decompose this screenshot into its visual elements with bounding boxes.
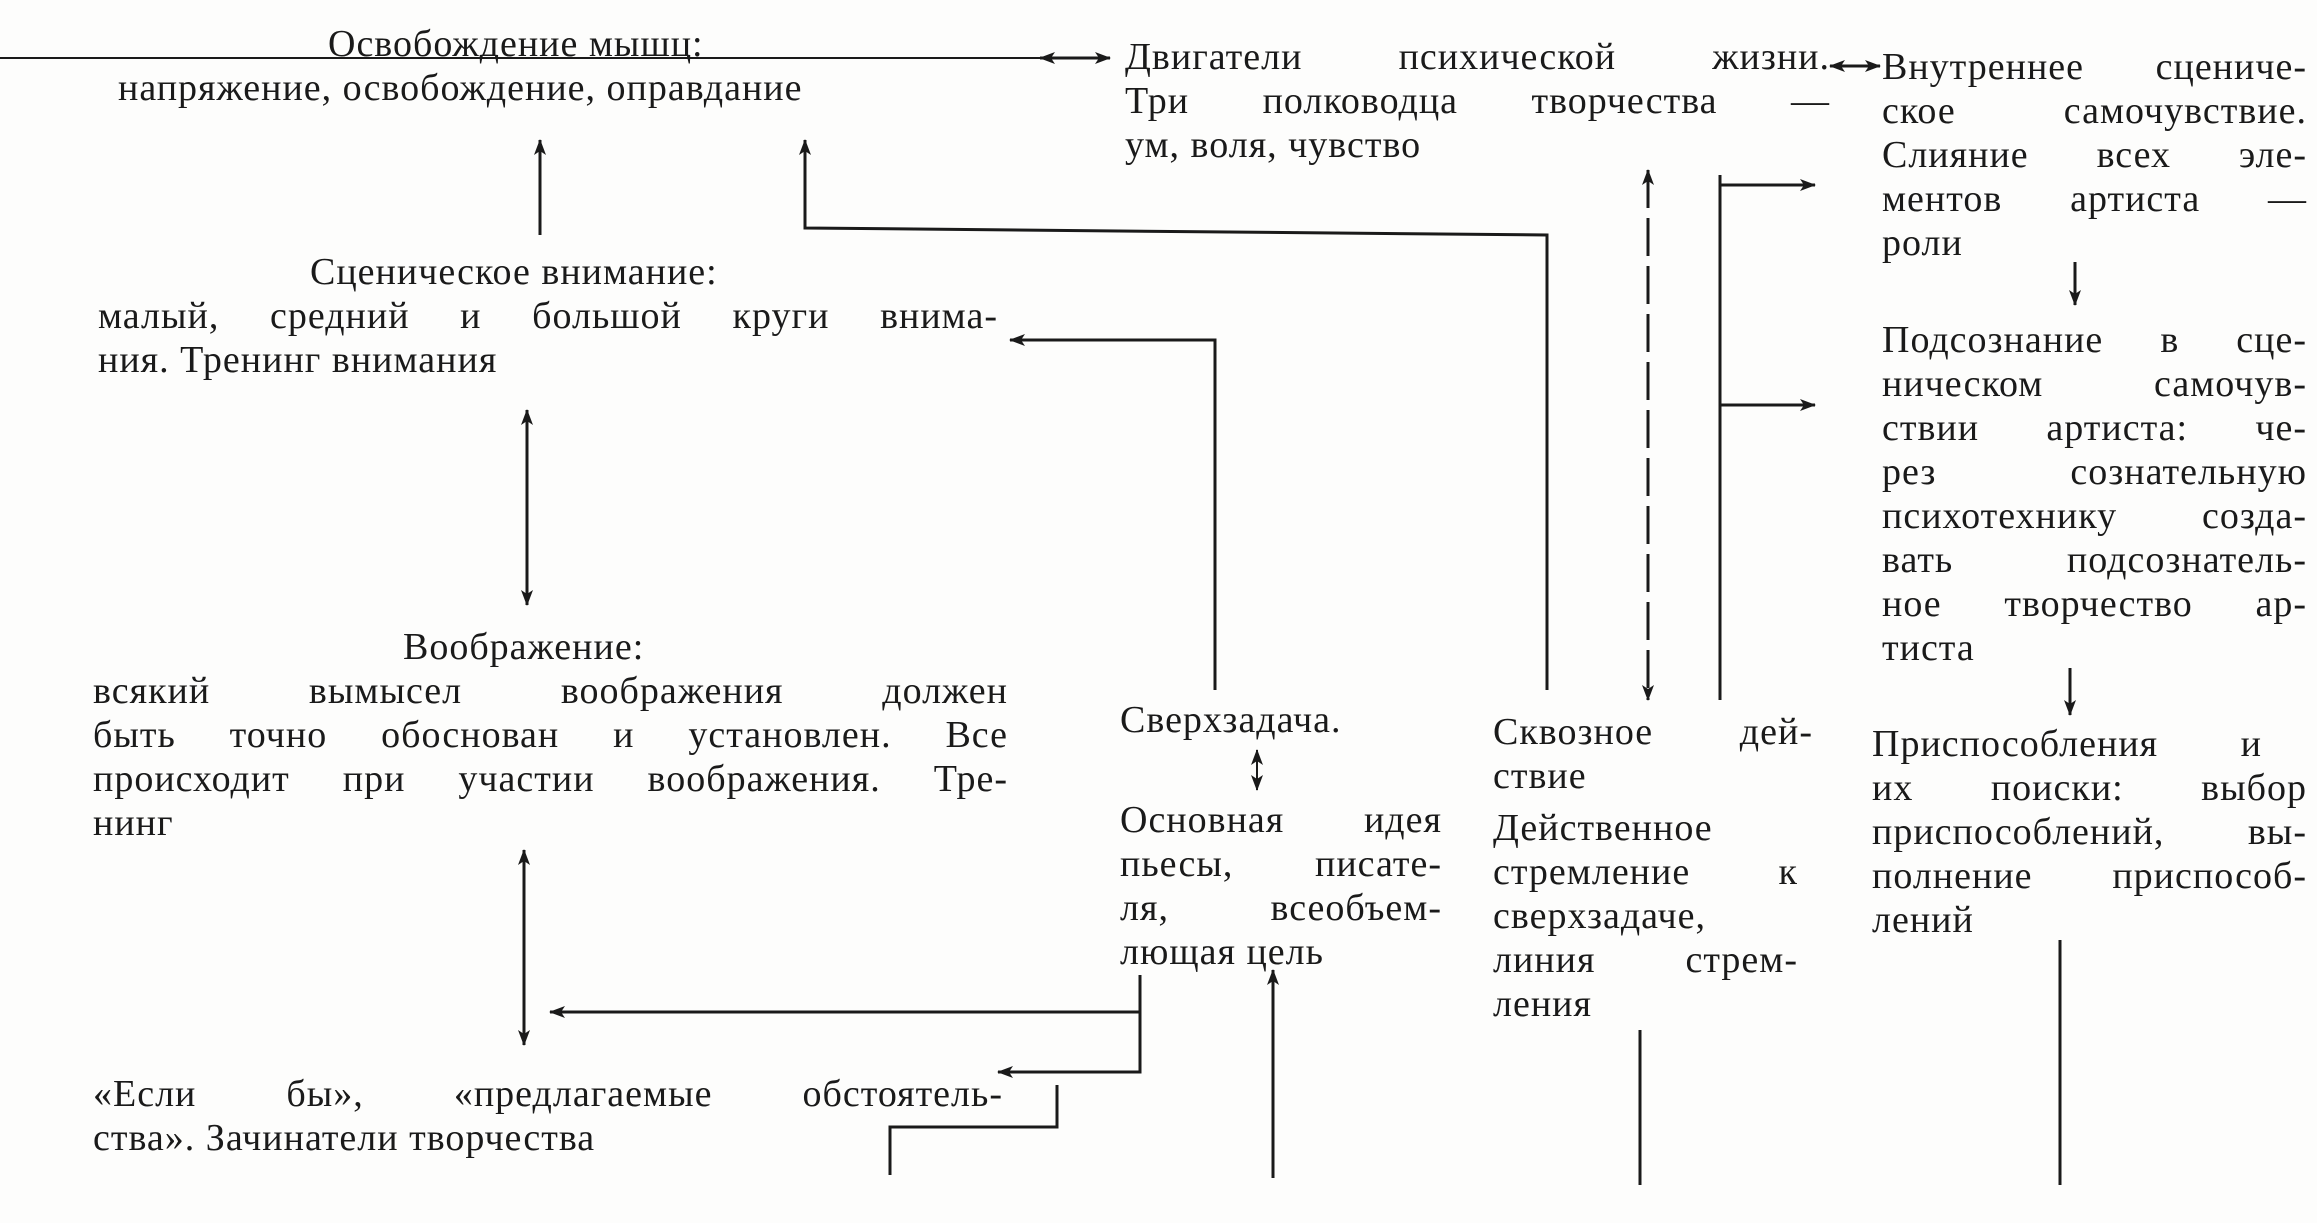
motors-block: Двигатели психической жизни. Три полково… xyxy=(1125,35,1830,167)
imagination-line: всякий вымысел воображения должен xyxy=(93,670,1008,712)
if-block: «Если бы», «предлагаемые обстоятель- ств… xyxy=(93,1072,1003,1160)
supertask-line: Основная идея xyxy=(1120,799,1442,841)
supertask-body: Основная идея пьесы, писате- ля, всеобъе… xyxy=(1120,798,1442,974)
line-supertask-to-imagination xyxy=(549,975,1142,1018)
inner-feeling-line: ское самочувствие. xyxy=(1882,90,2307,132)
if-line: «Если бы», «предлагаемые обстоятель- xyxy=(93,1073,1003,1115)
supertask-line: лющая цель xyxy=(1120,931,1324,973)
imagination-line: быть точно обоснован и установлен. Все xyxy=(93,714,1008,756)
muscles-body: напряжение, освобождение, оправдание xyxy=(118,67,803,109)
attention-title: Сценическое внимание: xyxy=(310,251,718,293)
imagination-line: нинг xyxy=(93,802,174,844)
inner-feeling-line: роли xyxy=(1882,222,1963,264)
muscles-block: Освобождение мышц: напряжение, освобожде… xyxy=(118,22,978,110)
subconscious-line: ническом самочув- xyxy=(1882,363,2307,405)
adaptations-block: Приспособления и их поиски: выбор приспо… xyxy=(1872,722,2307,942)
inner-feeling-line: ментов артиста — xyxy=(1882,178,2307,220)
through-action-body-line: ления xyxy=(1493,983,1592,1025)
inner-feeling-block: Внутреннее сцениче- ское самочувствие. С… xyxy=(1882,45,2307,265)
muscles-title: Освобождение мышц: xyxy=(328,23,704,65)
through-action-body-line: Действенное xyxy=(1493,807,1713,849)
line-supertask-to-if xyxy=(997,1010,1142,1078)
imagination-block: Воображение: всякий вымысел воображения … xyxy=(93,625,1008,845)
motors-line: Три полководца творчества — xyxy=(1125,80,1830,122)
supertask-line: пьесы, писате- xyxy=(1120,843,1442,885)
through-action-body-line: сверхзадаче, xyxy=(1493,895,1706,937)
imagination-title: Воображение: xyxy=(403,626,645,668)
through-action-block: Сквозное дей- ствие xyxy=(1493,710,1813,798)
if-line: ства». Зачинатели творчества xyxy=(93,1117,596,1159)
adaptations-line: полнение приспособ- xyxy=(1872,855,2307,897)
subconscious-line: рез сознательную xyxy=(1882,451,2307,493)
subconscious-block: Подсознание в сце- ническом самочув- ств… xyxy=(1882,318,2307,670)
adaptations-line: Приспособления и xyxy=(1872,723,2262,765)
motors-line: Двигатели психической жизни. xyxy=(1125,36,1830,78)
line-if-bracket xyxy=(888,1085,1059,1175)
inner-feeling-line: Внутреннее сцениче- xyxy=(1882,46,2307,88)
motors-line: ум, воля, чувство xyxy=(1125,124,1422,166)
through-action-body-line: стремление к xyxy=(1493,851,1798,893)
subconscious-line: Подсознание в сце- xyxy=(1882,319,2307,361)
subconscious-line: ствии артиста: че- xyxy=(1882,407,2307,449)
supertask-block: Сверхзадача. xyxy=(1120,698,1442,834)
through-action-line: ствие xyxy=(1493,755,1587,797)
adaptations-line: их поиски: выбор xyxy=(1872,767,2307,809)
subconscious-line: ное творчество ар- xyxy=(1882,583,2307,625)
inner-feeling-line: Слияние всех эле- xyxy=(1882,134,2307,176)
line-supertask-to-attention xyxy=(1009,334,1217,690)
supertask-line: ля, всеобъем- xyxy=(1120,887,1442,929)
attention-block: Сценическое внимание: малый, средний и б… xyxy=(98,250,998,382)
through-action-body-line: линия стрем- xyxy=(1493,939,1798,981)
attention-line: ния. Тренинг внимания xyxy=(98,339,498,381)
supertask-title: Сверхзадача. xyxy=(1120,699,1342,741)
line-through-to-muscles xyxy=(799,139,1549,690)
subconscious-line: психотехнику созда- xyxy=(1882,495,2307,537)
through-action-line: Сквозное дей- xyxy=(1493,711,1813,753)
adaptations-line: лений xyxy=(1872,899,1974,941)
subconscious-line: вать подсознатель- xyxy=(1882,539,2307,581)
attention-line: малый, средний и большой круги внима- xyxy=(98,295,998,337)
adaptations-line: приспособлений, вы- xyxy=(1872,811,2307,853)
through-action-body: Действенное стремление к сверхзадаче, ли… xyxy=(1493,806,1798,1026)
subconscious-line: тиста xyxy=(1882,627,1975,669)
imagination-line: происходит при участии воображения. Тре- xyxy=(93,758,1008,800)
